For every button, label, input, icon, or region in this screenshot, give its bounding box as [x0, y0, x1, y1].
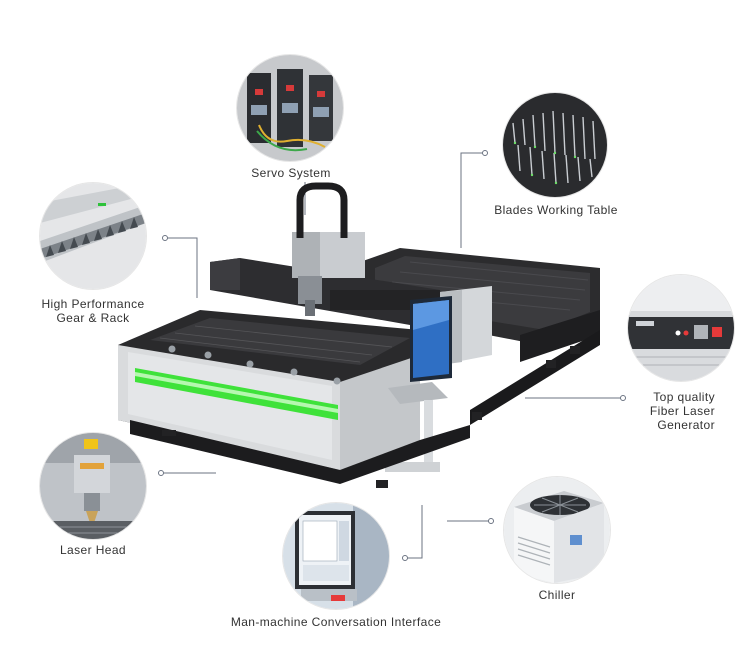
callout-hmi-line	[405, 505, 423, 559]
servo-drive-photo-icon	[237, 55, 343, 161]
gear-rack-label: High Performance Gear & Rack	[22, 297, 164, 325]
blades-working-table-label: Blades Working Table	[494, 203, 618, 217]
chiller-photo-icon	[504, 477, 610, 583]
gear-rack-label-line2: Gear & Rack	[56, 311, 130, 325]
callout-blades-line	[460, 152, 485, 248]
fiber-laser-label-line3: Generator	[657, 418, 715, 432]
blade-table-photo-icon	[503, 93, 607, 197]
fiber-laser-label-line1: Top quality	[653, 390, 715, 404]
gear-rack-label-line1: High Performance	[41, 297, 145, 311]
laser-head-photo-icon	[40, 433, 146, 539]
hmi-label: Man-machine Conversation Interface	[230, 615, 442, 629]
servo-system-label: Servo System	[251, 166, 331, 180]
control-screen-photo-icon	[283, 503, 389, 609]
fiber-laser-generator-photo-icon	[628, 275, 734, 381]
gear-rack-photo-icon	[40, 183, 146, 289]
laser-head-label: Laser Head	[59, 543, 127, 557]
callout-gear-line	[165, 237, 198, 298]
fiber-laser-label-line2: Fiber Laser	[649, 404, 715, 418]
fiber-laser-label: Top quality Fiber Laser Generator	[620, 390, 715, 432]
chiller-label: Chiller	[538, 588, 576, 602]
